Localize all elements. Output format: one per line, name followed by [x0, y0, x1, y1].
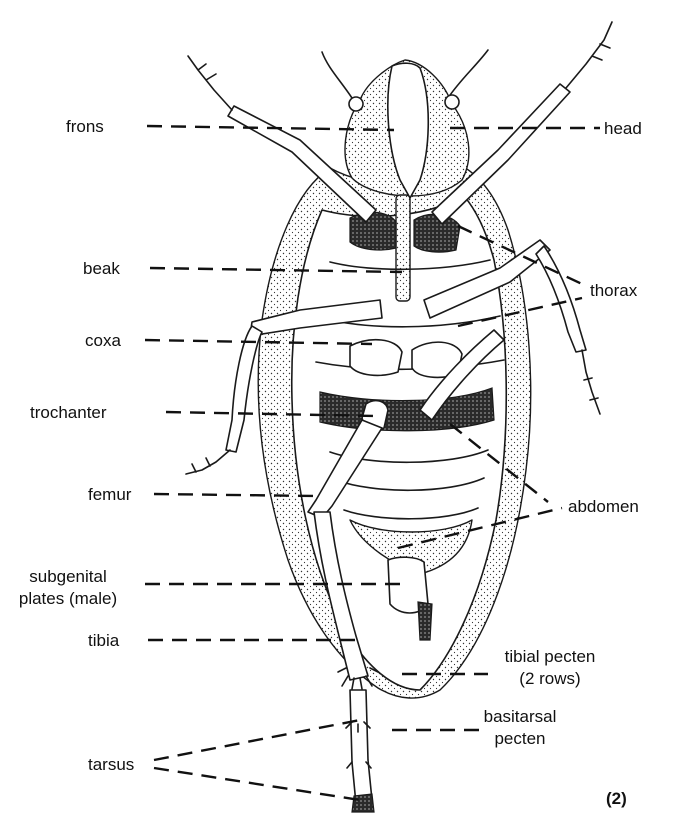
label-femur: femur: [88, 485, 132, 504]
label-beak: beak: [83, 259, 120, 278]
label-tibial-pecten-line2: (2 rows): [519, 669, 580, 688]
figure-number: (2): [606, 789, 627, 808]
midtarsus-left: [186, 450, 230, 474]
thorax-dark-plate-right: [414, 214, 460, 252]
eye-right: [445, 95, 459, 109]
antenna-right: [448, 50, 488, 98]
label-abdomen: abdomen: [568, 497, 639, 516]
label-subgenital-line1: subgenital: [29, 567, 107, 586]
eye-left: [349, 97, 363, 111]
leader-tarsus-1: [154, 720, 360, 760]
midtarsus-right: [582, 350, 600, 414]
beak-drawing: [396, 195, 410, 301]
coxa-plate: [350, 340, 402, 376]
label-tibia: tibia: [88, 631, 120, 650]
antenna-left: [322, 52, 352, 98]
label-trochanter: trochanter: [30, 403, 107, 422]
label-basitarsal-line2: pecten: [494, 729, 545, 748]
tarsus-drawing: [350, 690, 372, 804]
label-head: head: [604, 119, 642, 138]
foretarsus-right: [566, 22, 612, 88]
label-tibial-pecten-line1: tibial pecten: [505, 647, 596, 666]
leader-tarsus-2: [154, 768, 360, 800]
label-thorax: thorax: [590, 281, 638, 300]
label-frons: frons: [66, 117, 104, 136]
label-basitarsal-line1: basitarsal: [484, 707, 557, 726]
label-coxa: coxa: [85, 331, 121, 350]
midtibia-left: [226, 326, 262, 452]
label-subgenital-line2: plates (male): [19, 589, 117, 608]
genital-tip: [418, 602, 432, 640]
label-tarsus: tarsus: [88, 755, 134, 774]
insect-body-drawing: [186, 22, 612, 812]
foretarsus-left: [188, 56, 232, 110]
tarsal-claw: [352, 794, 374, 812]
thorax-dark-plate-left: [350, 212, 396, 250]
